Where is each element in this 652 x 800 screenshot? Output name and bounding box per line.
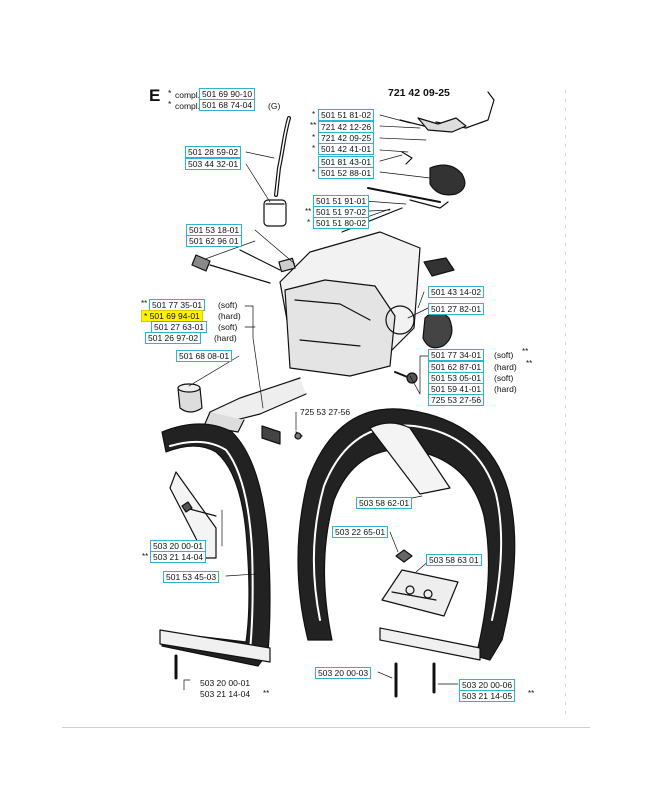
- margin-rule: [565, 90, 566, 720]
- part-number-text: 503 20 00-01: [200, 678, 251, 688]
- marker: **: [526, 359, 533, 368]
- marker: **: [310, 121, 317, 130]
- part-number-label[interactable]: 503 21 14-05: [459, 690, 516, 702]
- marker: **: [141, 299, 148, 308]
- part-number-label[interactable]: 503 58 63 01: [426, 554, 482, 566]
- marker: **: [142, 552, 149, 561]
- part-number-text: 725 53 27-56: [300, 407, 351, 417]
- part-number-label[interactable]: 503 22 65-01: [332, 526, 389, 538]
- hardness-note: (soft): [218, 300, 238, 310]
- fuel-tank-housing-illustration: [191, 231, 455, 433]
- part-number-label[interactable]: 501 27 82-01: [428, 303, 485, 315]
- marker: *: [307, 218, 311, 227]
- part-number-label[interactable]: 725 53 27-56: [428, 394, 485, 406]
- variant-note: (G): [268, 101, 281, 111]
- hardness-note: (hard): [218, 311, 241, 321]
- part-number-label[interactable]: 503 20 00-01: [150, 540, 207, 552]
- hardness-note: (soft): [218, 322, 238, 332]
- front-handle-illustration: [297, 408, 516, 698]
- marker: **: [263, 689, 270, 698]
- fuel-hose-illustration: [263, 116, 291, 227]
- part-number-label[interactable]: 503 44 32-01: [185, 158, 242, 170]
- part-number-label[interactable]: 503 20 00-03: [315, 667, 372, 679]
- hardness-note: (hard): [214, 333, 237, 343]
- part-number-label[interactable]: 501 51 81-02: [318, 109, 375, 121]
- marker: *: [144, 311, 148, 321]
- part-number-label[interactable]: 501 26 97-02: [145, 332, 202, 344]
- section-letter: E: [149, 86, 161, 105]
- part-number-label[interactable]: 501 28 59-02: [185, 146, 242, 158]
- marker: *: [312, 110, 316, 119]
- bottom-rule: [62, 727, 590, 728]
- marker: **: [305, 207, 312, 216]
- marker: *: [312, 133, 316, 142]
- marker: **: [528, 689, 535, 698]
- marker: *: [312, 168, 316, 177]
- part-number-label[interactable]: 501 53 45-03: [163, 571, 220, 583]
- rear-handle-illustration: [159, 423, 271, 680]
- part-number-label[interactable]: 503 21 14-04: [150, 551, 207, 563]
- compl-marker: *: [168, 99, 172, 109]
- throttle-parts-illustration: [341, 91, 495, 233]
- part-number-label[interactable]: 501 43 14-02: [428, 286, 485, 298]
- part-number-label[interactable]: 501 42 41-01: [318, 143, 375, 155]
- leader-lines: [183, 114, 459, 691]
- marker: *: [312, 144, 316, 153]
- part-number-label[interactable]: 501 52 88-01: [318, 167, 375, 179]
- hardness-note: (soft): [494, 350, 514, 360]
- highlighted-number: 501 69 94-01: [149, 311, 200, 321]
- part-number-label[interactable]: 501 68 08-01: [176, 350, 233, 362]
- marker: **: [522, 347, 529, 356]
- part-number-label[interactable]: 501 77 34-01: [428, 349, 485, 361]
- hardness-note: (hard): [494, 362, 517, 372]
- part-number-label[interactable]: 501 68 74-04: [199, 99, 256, 111]
- hardness-note: (soft): [494, 373, 514, 383]
- compl-prefix: compl.: [175, 90, 201, 100]
- part-number-label[interactable]: 501 62 96 01: [186, 235, 242, 247]
- hardness-note: (hard): [494, 384, 517, 394]
- assembly-number: 721 42 09-25: [388, 87, 450, 99]
- part-number-label[interactable]: 503 58 62-01: [356, 497, 413, 509]
- compl-marker: *: [168, 88, 172, 98]
- part-number-label[interactable]: 501 51 80-02: [313, 217, 370, 229]
- compl-prefix: compl.: [175, 101, 201, 111]
- rubber-buffer-illustration: [177, 371, 418, 445]
- part-number-text: 503 21 14-04: [200, 689, 251, 699]
